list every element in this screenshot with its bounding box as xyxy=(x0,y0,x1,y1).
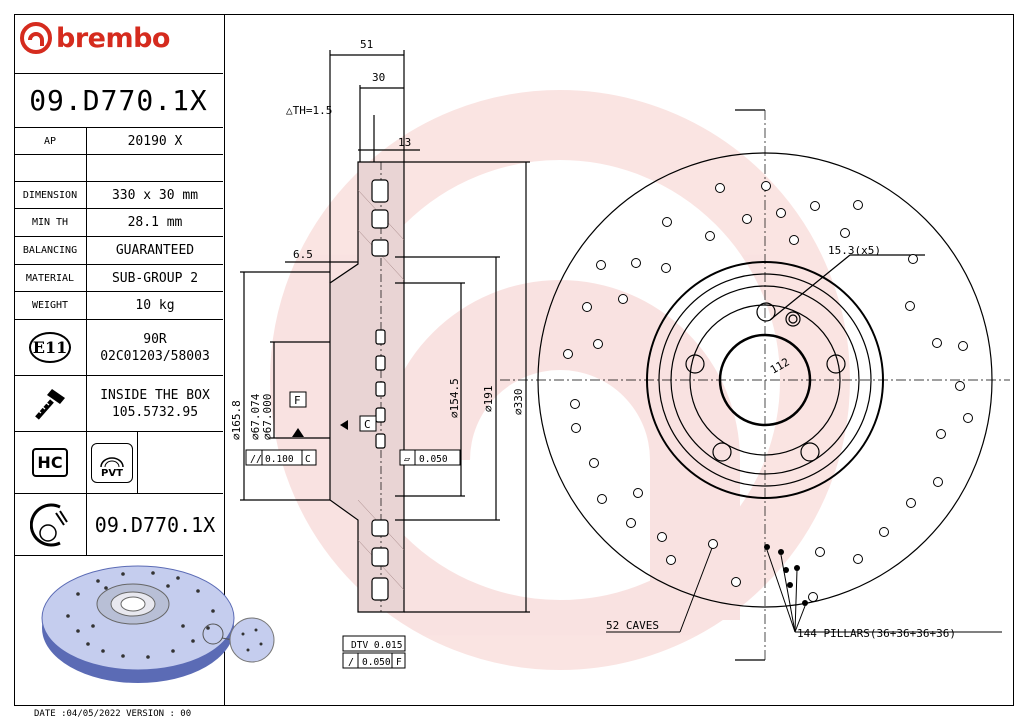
footer-date-version: DATE :04/05/2022 VERSION : 00 xyxy=(34,709,192,719)
tol-left-value: 0.100 xyxy=(265,454,294,465)
spec-row: WEIGHT 10 kg xyxy=(14,292,223,320)
dim-30: 30 xyxy=(372,71,385,84)
tol-right-value: 0.050 xyxy=(419,454,448,465)
spacer-row xyxy=(14,155,223,182)
dim-th: △TH=1.5 xyxy=(286,104,332,117)
homologation-line1: 90R xyxy=(143,331,167,347)
datum-c-marker xyxy=(340,420,348,430)
disc-icon-cell xyxy=(14,494,87,555)
ap-label: AP xyxy=(14,128,87,154)
flatness-symbol: ▱ xyxy=(404,454,410,465)
hc-badge: HC xyxy=(32,448,68,477)
spec-label: DIMENSION xyxy=(14,182,87,208)
homologation-row: E11 90R 02C01203/58003 xyxy=(14,320,223,376)
info-panel: 09.D770.1X AP 20190 X DIMENSION 330 x 30… xyxy=(14,14,225,706)
spec-row: DIMENSION 330 x 30 mm xyxy=(14,182,223,209)
flat-value: 0.050 xyxy=(362,657,391,668)
spec-row: MIN TH 28.1 mm xyxy=(14,209,223,237)
spec-label: BALANCING xyxy=(14,237,87,264)
spacer-cell xyxy=(14,155,87,181)
disc-front-view xyxy=(500,109,1010,661)
spec-value: 28.1 mm xyxy=(127,215,183,230)
dim-dia-67-074: ∅67.074 xyxy=(249,393,262,440)
spec-value: GUARANTEED xyxy=(115,243,195,258)
ap-value: 20190 X xyxy=(127,133,183,149)
datum-f-label: F xyxy=(294,394,301,407)
holes-label: 15.3(x5) xyxy=(828,244,881,257)
badges-row: HC PVT xyxy=(14,432,223,494)
tolerance-frames xyxy=(245,391,461,669)
datum-c-label: C xyxy=(364,418,371,431)
dim-dia-191: ∅191 xyxy=(482,386,495,413)
runout-symbol: / xyxy=(348,657,354,668)
pillars-label: 144 PILLARS(36+36+36+36) xyxy=(797,627,956,640)
logo-row xyxy=(14,14,223,74)
part-number: 09.D770.1X xyxy=(29,84,208,117)
pvt-label: PVT xyxy=(101,467,123,479)
caves-label: 52 CAVES xyxy=(606,619,659,632)
dtv-label: DTV 0.015 xyxy=(351,640,402,651)
dim-dia-330: ∅330 xyxy=(512,389,525,416)
spec-label: MIN TH xyxy=(14,209,87,236)
dim-dia-154-5: ∅154.5 xyxy=(448,378,461,418)
drilled-holes xyxy=(563,181,973,602)
disc-pad-icon xyxy=(30,503,68,546)
spec-value: SUB-GROUP 2 xyxy=(111,270,199,286)
dim-51: 51 xyxy=(360,38,373,51)
hc-badge-cell: HC xyxy=(14,432,87,493)
drawing-frame xyxy=(14,14,1014,706)
spec-row: MATERIAL SUB-GROUP 2 xyxy=(14,265,223,292)
e11-badge: E11 xyxy=(28,332,72,363)
inside-box-icon-cell xyxy=(14,376,87,431)
pvt-badge-cell: PVT xyxy=(87,432,138,493)
homologation-badge-cell: E11 xyxy=(14,320,87,375)
spec-label: WEIGHT xyxy=(14,292,87,319)
brembo-logo: brembo xyxy=(20,22,170,54)
part-code: 09.D770.1X xyxy=(94,512,216,537)
brembo-logo-icon xyxy=(20,22,52,54)
datum-f-marker xyxy=(292,428,304,437)
flat-ref: F xyxy=(396,657,402,668)
pillars xyxy=(764,544,808,606)
dimension-labels: 51 30 △TH=1.5 13 6.5 ∅165.8 ∅67.074 ∅67.… xyxy=(230,38,956,668)
homologation-text: 90R 02C01203/58003 xyxy=(87,331,223,365)
leader-lines xyxy=(606,547,1002,633)
disc-3d-render xyxy=(41,565,275,683)
inside-box-line2: 105.5732.95 xyxy=(111,404,199,420)
screw-icon xyxy=(35,388,65,420)
inside-box-row: INSIDE THE BOX 105.5732.95 xyxy=(14,376,223,432)
part-code-row: 09.D770.1X xyxy=(14,494,223,556)
ap-row: AP 20190 X xyxy=(14,128,223,155)
spec-value: 10 kg xyxy=(135,298,175,313)
pvt-disc-icon xyxy=(100,456,124,467)
dim-6-5: 6.5 xyxy=(293,248,313,261)
tol-left-ref: C xyxy=(305,454,311,465)
parallel-symbol: // xyxy=(250,454,262,465)
inside-box-text: INSIDE THE BOX 105.5732.95 xyxy=(87,387,223,421)
dim-dia-67-000: ∅67.000 xyxy=(261,394,274,440)
inside-box-line1: INSIDE THE BOX xyxy=(100,387,210,403)
disc-cross-section xyxy=(240,50,530,613)
dim-13: 13 xyxy=(398,136,411,149)
spec-value: 330 x 30 mm xyxy=(111,187,199,203)
pvt-badge: PVT xyxy=(91,442,133,483)
spec-row: BALANCING GUARANTEED xyxy=(14,237,223,265)
spec-label: MATERIAL xyxy=(14,265,87,291)
brand-name: brembo xyxy=(56,22,170,54)
part-number-row: 09.D770.1X xyxy=(14,74,223,128)
homologation-line2: 02C01203/58003 xyxy=(100,348,210,364)
dim-dia-165-8: ∅165.8 xyxy=(230,400,243,440)
